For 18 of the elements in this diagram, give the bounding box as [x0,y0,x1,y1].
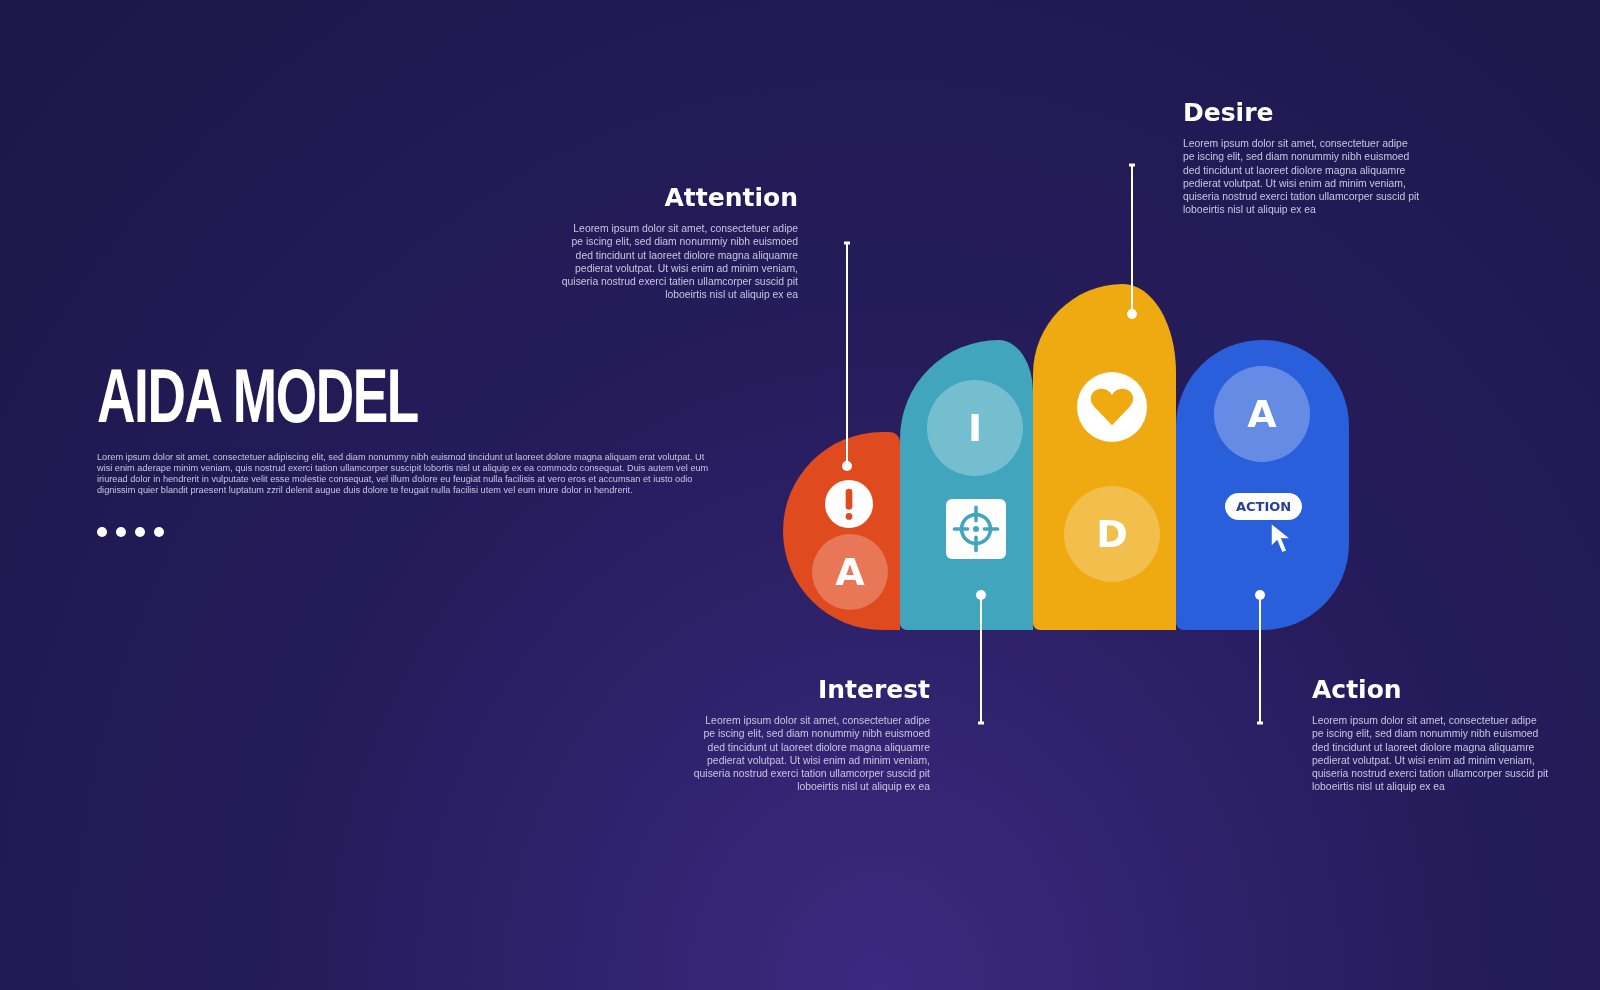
stage-heading: Desire [1183,98,1275,127]
stage-letter: A [812,534,888,610]
stage-description: Leorem ipsum dolor sit amet, consectetuer adipe pe iscing elit, sed diam nonummiy nibh euismoed ded tincidunt ut laoreet diolore magna aliquamre pedierat volutpat. Ut wisi enim ad minim veniam, quiseria nostrud exerci tatien ullamcorper suscid pit loboeirtis nisl ut aliquip ex ea [560,222,798,302]
stage-heading: Interest [816,675,930,704]
title: AIDA MODEL [97,352,418,439]
stage-letter: A [1214,366,1310,462]
stage-pill [1033,284,1176,630]
stage-description: Leorem ipsum dolor sit amet, consectetuer adipe pe iscing elit, sed diam nonummiy nibh euismoed ded tincidunt ut laoreet diolore magna aliquamre pedierat volutpat. Ut wisi enim ad minim veniam, quiseria nostrud exerci tation ullamcorper suscid pit loboeirtis nisl ut aliquip ex ea [692,714,930,794]
stage-letter: I [927,380,1023,476]
stage-heading: Attention [663,183,798,212]
stage-letter: D [1064,486,1160,582]
stage-heading: Action [1312,675,1403,704]
stage-pill [1176,340,1349,630]
paragraph: Lorem ipsum dolor sit amet, consectetuer adipiscing elit, sed diam nonummy nibh euismod tincidunt ut laoreet dolore magna aliquam erat volutpat. Ut wisi enim aderape minim veniam, quis nostrud exerci tation ullamcorper suscipit lobortis nisl ut aliquip ex ea commodo consequat. Duis autem vel eum iriuread dolor in hendrerit in vulputate velit esse molestie consequat, vel illum dolore eu feugiat nulla facilisis at vero eros et accumsan et iusto odio dignissim quier blandit praesent luptatum zzril delenit augue duis dolore te feugait nulla facilisi utem vel eum iriure dolor in hendrerit. [97,452,710,496]
action-button: ACTION [1225,493,1303,520]
stage-description: Leorem ipsum dolor sit amet, consectetuer adipe pe iscing elit, sed diam nonummiy nibh euismoed ded tincidunt ut laoreet diolore magna aliquamre pedierat volutpat. Ut wisi enim ad minim veniam, quiseria nostrud exerci tation ullamcorper suscid pit loboeirtis nisl ut aliquip ex ea [1183,137,1421,217]
stage-pill [900,340,1033,630]
stage-description: Leorem ipsum dolor sit amet, consectetuer adipe pe iscing elit, sed diam nonummiy nibh euismoed ded tincidunt ut laoreet diolore magna aliquamre pedierat volutpat. Ut wisi enim ad minim veniam, quiseria nostrud exerci tation ullamcorper suscid pit loboeirtis nisl ut aliquip ex ea [1312,714,1550,794]
